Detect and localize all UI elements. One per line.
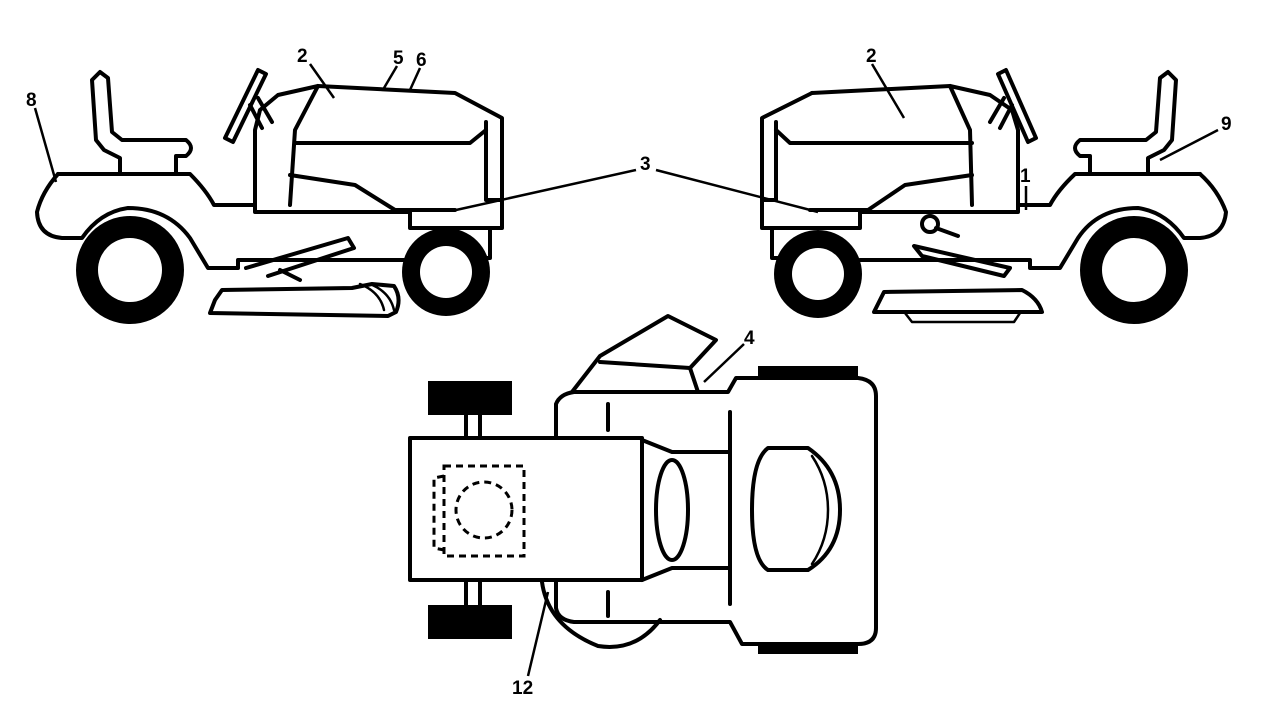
callout-4: 4 (744, 328, 755, 349)
callout-12: 12 (512, 678, 533, 699)
callout-6: 6 (416, 50, 427, 71)
tractor-top-view (408, 314, 878, 654)
tractor-right-view (760, 68, 1228, 324)
callout-8: 8 (26, 90, 37, 111)
callout-5: 5 (393, 48, 404, 69)
tractor-left-view (35, 68, 504, 324)
callout-labels: 8 2 5 6 2 3 9 1 4 12 (26, 46, 1232, 699)
callout-1: 1 (1020, 166, 1031, 187)
leader-lines (33, 63, 1219, 677)
callout-9: 9 (1221, 114, 1232, 135)
callout-3: 3 (640, 154, 651, 175)
callout-2-right: 2 (866, 46, 877, 67)
callout-2-left: 2 (297, 46, 308, 67)
